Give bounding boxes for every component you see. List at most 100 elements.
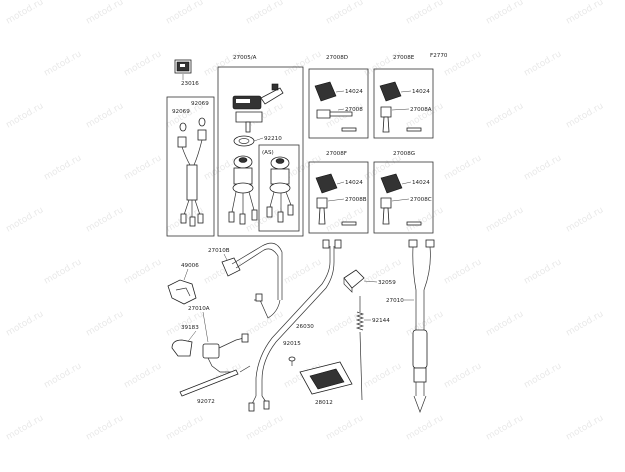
box-27008e: [373, 68, 434, 139]
label-27008c: 27008C: [410, 197, 432, 203]
box-27005a: [217, 66, 304, 237]
part-49006-cover: [167, 279, 197, 305]
watermark-text: motod.ru: [5, 101, 46, 130]
label-14024-a: 14024: [345, 89, 363, 95]
part-key-head-e: [379, 81, 422, 133]
watermark-text: motod.ru: [245, 0, 286, 27]
watermark-text: motod.ru: [405, 205, 446, 234]
watermark-text: motod.ru: [5, 0, 46, 27]
watermark-text: motod.ru: [325, 205, 366, 234]
label-23016: 23016: [181, 81, 199, 87]
watermark-text: motod.ru: [165, 309, 206, 338]
watermark-text: motod.ru: [123, 361, 164, 390]
part-92072-band: [179, 369, 239, 397]
label-14024-b: 14024: [412, 89, 430, 95]
box-27008f: [308, 161, 369, 234]
label-27010a: 27010A: [188, 306, 210, 312]
watermark-text: motod.ru: [85, 309, 126, 338]
watermark-text: motod.ru: [5, 205, 46, 234]
label-39183: 39183: [181, 325, 199, 331]
part-23016-label-icon: [174, 59, 192, 74]
part-92210-nut: [233, 135, 255, 147]
label-14024-c: 14024: [345, 180, 363, 186]
watermark-text: motod.ru: [565, 0, 606, 27]
watermark-text: motod.ru: [523, 361, 564, 390]
label-27008b: 27008B: [345, 197, 367, 203]
part-27010b-switch: [221, 242, 283, 319]
part-32059-bracket: [343, 269, 365, 293]
watermark-text: motod.ru: [85, 101, 126, 130]
watermark-text: motod.ru: [203, 49, 244, 78]
watermark-text: motod.ru: [405, 413, 446, 442]
label-27008a: 27008A: [410, 107, 432, 113]
label-92144: 92144: [372, 318, 390, 324]
label-92069-a: 92069: [191, 101, 209, 107]
part-92069-harness: [177, 117, 207, 227]
label-92069-b: 92069: [172, 109, 190, 115]
watermark-text: motod.ru: [405, 101, 446, 130]
watermark-text: motod.ru: [485, 101, 526, 130]
watermark-text: motod.ru: [43, 49, 84, 78]
watermark-text: motod.ru: [85, 205, 126, 234]
watermark-text: motod.ru: [165, 413, 206, 442]
watermark-text: motod.ru: [565, 413, 606, 442]
watermark-text: motod.ru: [165, 0, 206, 27]
watermark-text: motod.ru: [85, 0, 126, 27]
watermark-text: motod.ru: [523, 257, 564, 286]
watermark-text: motod.ru: [443, 361, 484, 390]
part-39183-clamp: [171, 339, 193, 357]
box-92069: [166, 96, 215, 237]
watermark-text: motod.ru: [485, 413, 526, 442]
label-27008e: 27008E: [393, 55, 415, 61]
label-92072: 92072: [197, 399, 215, 405]
watermark-text: motod.ru: [5, 309, 46, 338]
label-27008d: 27008D: [326, 55, 348, 61]
part-switch-as: [266, 156, 294, 223]
watermark-text: motod.ru: [565, 101, 606, 130]
watermark-text: motod.ru: [565, 309, 606, 338]
part-92015-screw: [288, 356, 296, 366]
label-14024-d: 14024: [412, 180, 430, 186]
watermark-text: motod.ru: [245, 309, 286, 338]
label-92210: 92210: [264, 136, 282, 142]
watermark-text: motod.ru: [565, 205, 606, 234]
watermark-text: motod.ru: [405, 0, 446, 27]
label-92015: 92015: [283, 341, 301, 347]
watermark-text: motod.ru: [85, 413, 126, 442]
part-26030-harness: [239, 239, 342, 412]
watermark-text: motod.ru: [325, 0, 366, 27]
box-27008d: [308, 68, 369, 139]
watermark-text: motod.ru: [363, 361, 404, 390]
part-27010-switch: [408, 239, 435, 413]
watermark-text: motod.ru: [485, 309, 526, 338]
part-28012-plate: [299, 361, 353, 395]
watermark-text: motod.ru: [325, 413, 366, 442]
diagram-id: F2770: [430, 53, 448, 59]
watermark-text: motod.ru: [43, 153, 84, 182]
part-92144-spring: [355, 296, 365, 401]
label-32059: 32059: [378, 280, 396, 286]
watermark-text: motod.ru: [485, 0, 526, 27]
label-26030: 26030: [296, 324, 314, 330]
part-key-head-d: [314, 81, 357, 132]
label-27008g: 27008G: [393, 151, 415, 157]
part-key-head-f: [315, 173, 357, 226]
watermark-text: motod.ru: [523, 49, 564, 78]
watermark-text: motod.ru: [245, 413, 286, 442]
watermark-text: motod.ru: [443, 153, 484, 182]
watermark-text: motod.ru: [523, 153, 564, 182]
watermark-text: motod.ru: [5, 413, 46, 442]
box-27008g: [373, 161, 434, 234]
watermark-text: motod.ru: [43, 257, 84, 286]
label-27005a: 27005/A: [233, 55, 257, 61]
label-as: (AS): [262, 150, 274, 156]
watermark-text: motod.ru: [485, 205, 526, 234]
label-27010: 27010: [386, 298, 404, 304]
part-ignition-key: [232, 83, 284, 110]
watermark-text: motod.ru: [325, 309, 366, 338]
part-ignition-body: [235, 111, 263, 133]
watermark-text: motod.ru: [123, 257, 164, 286]
watermark-text: motod.ru: [123, 49, 164, 78]
